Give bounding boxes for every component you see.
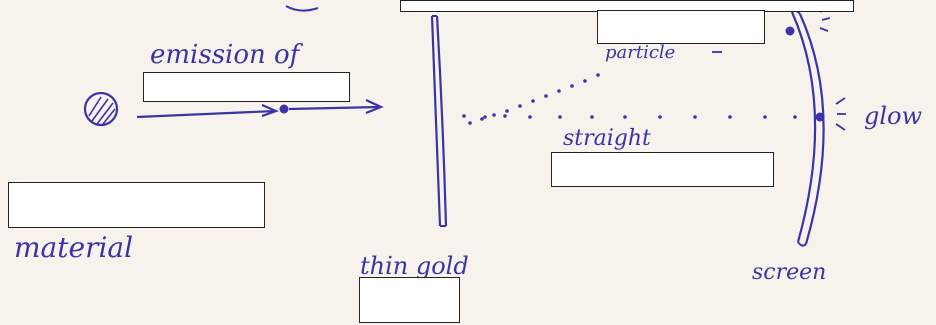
- label-particle: particle: [605, 44, 675, 62]
- label-material: material: [14, 234, 133, 262]
- glow-sparks-middle: [836, 98, 846, 130]
- answer-blank-emission[interactable]: [143, 72, 350, 102]
- particle-beam: [137, 100, 381, 117]
- label-emission-of: emission of: [150, 42, 299, 68]
- answer-blank-particle[interactable]: [597, 10, 765, 44]
- label-straight: straight: [563, 128, 651, 150]
- answer-blank-material[interactable]: [8, 182, 265, 228]
- screen: [792, 10, 824, 245]
- label-screen: screen: [752, 262, 826, 284]
- answer-blank-thin-gold[interactable]: [359, 277, 460, 323]
- impact-point-top: [786, 27, 795, 36]
- label-thin-gold: thin gold: [360, 254, 469, 278]
- answer-blank-straight[interactable]: [551, 152, 774, 187]
- impact-point-middle: [816, 113, 825, 122]
- straight-path: [462, 114, 797, 119]
- top-edge-stroke: [286, 6, 318, 11]
- radioactive-source: [85, 93, 117, 125]
- label-glow: glow: [864, 104, 922, 128]
- gold-foil: [432, 16, 446, 226]
- deflected-path: [468, 73, 600, 125]
